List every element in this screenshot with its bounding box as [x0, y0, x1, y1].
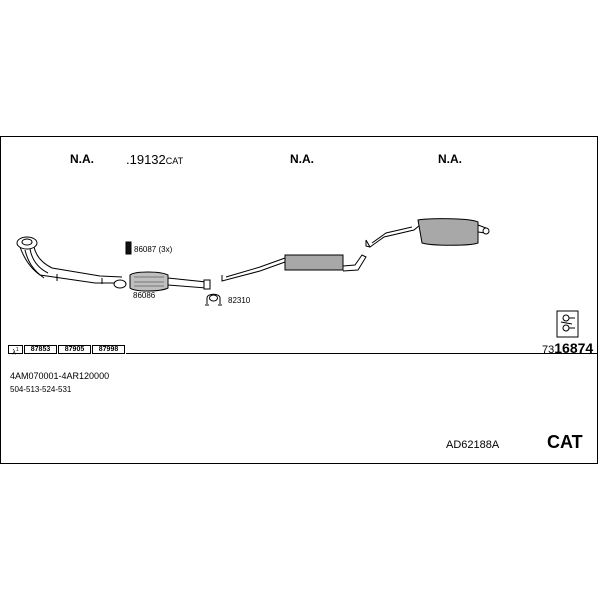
- center-section: [221, 254, 367, 282]
- header-label-1: N.A.: [70, 152, 94, 166]
- clamp-part: [125, 241, 132, 255]
- ref-code-2: 87905: [58, 345, 91, 354]
- ref-symbol: λ1: [8, 345, 23, 356]
- model-codes: 504-513-524-531: [10, 385, 72, 394]
- reference-code-bar: λ1 87853 87905 87998: [8, 345, 598, 356]
- diagram-frame: [0, 136, 598, 464]
- rear-section: [365, 218, 490, 248]
- gasket-ring: [113, 279, 127, 289]
- header-label-4: N.A.: [438, 152, 462, 166]
- label-bracket: 82310: [228, 296, 251, 305]
- ref-code-1: 87853: [24, 345, 57, 354]
- catalog-number: 7316874: [542, 340, 594, 356]
- catalytic-converter: [129, 271, 211, 292]
- set-code: AD62188A: [446, 439, 500, 451]
- label-clamp: 86087 (3x): [134, 245, 173, 254]
- ref-code-3: 87998: [92, 345, 125, 354]
- header-label-3: N.A.: [290, 152, 314, 166]
- label-gasket: 86086: [133, 291, 156, 300]
- mounting-bracket: [205, 293, 222, 306]
- front-pipe: [16, 236, 123, 284]
- cat-label: CAT: [547, 432, 583, 452]
- parts-book-icon: [556, 310, 579, 338]
- vin-range: 4AM070001-4AR120000: [10, 371, 110, 381]
- header-label-2: .19132CAT: [126, 152, 184, 167]
